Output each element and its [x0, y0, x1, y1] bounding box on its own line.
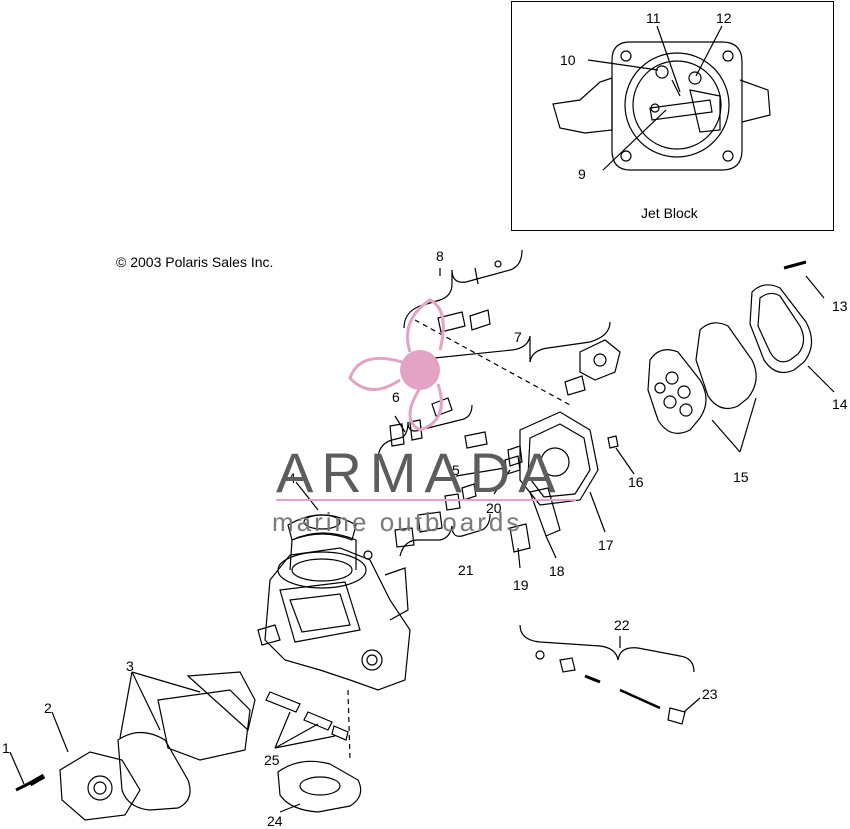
gasket-4 — [287, 514, 357, 541]
copyright-notice: © 2003 Polaris Sales Inc. — [116, 254, 274, 270]
callout-17: 17 — [598, 537, 614, 553]
watermark-tagline: marine outboards — [272, 507, 523, 537]
callout-6: 6 — [392, 389, 400, 405]
watermark-propeller — [348, 298, 445, 432]
callout-20: 20 — [486, 500, 502, 516]
bracket-8 — [403, 249, 523, 333]
fittings-25 — [265, 691, 349, 741]
callout-13: 13 — [832, 298, 848, 314]
watermark-brand: ARMADA — [276, 441, 564, 504]
callout-16: 16 — [628, 474, 644, 490]
callout-18: 18 — [549, 563, 565, 579]
callout-11: 11 — [646, 10, 661, 26]
callout-10: 10 — [560, 52, 576, 68]
diaphragm-15 — [647, 322, 757, 434]
callout-23: 23 — [702, 686, 718, 702]
inset-caption: Jet Block — [641, 205, 698, 221]
watermark-divider — [276, 499, 576, 501]
callout-9: 9 — [578, 166, 586, 182]
callout-leaders — [9, 268, 835, 813]
callout-12: 12 — [716, 10, 732, 26]
bracket-7 — [414, 319, 621, 406]
callout-21: 21 — [458, 562, 474, 578]
callout-15: 15 — [733, 469, 749, 485]
callout-8: 8 — [436, 248, 444, 264]
callout-1: 1 — [2, 740, 10, 756]
callout-22: 22 — [614, 617, 630, 633]
callout-25: 25 — [264, 752, 280, 768]
callout-7: 7 — [514, 329, 522, 345]
callout-4: 4 — [288, 470, 296, 486]
cover-14 — [749, 260, 813, 373]
callout-24: 24 — [267, 813, 283, 829]
gasket-24 — [277, 760, 362, 813]
callout-14: 14 — [832, 396, 848, 412]
pump-cover-2 — [15, 751, 141, 821]
callout-3: 3 — [126, 658, 134, 674]
carburetor-assembly — [257, 532, 411, 691]
callout-5: 5 — [452, 462, 460, 478]
fuel-pump-17 — [507, 411, 599, 506]
jet-block-inset — [511, 1, 834, 231]
small-parts — [394, 431, 619, 553]
gaskets-3 — [117, 671, 256, 811]
callout-2: 2 — [44, 700, 52, 716]
jet-block-drawing — [552, 25, 771, 171]
needle-assembly-22 — [519, 624, 695, 725]
callout-19: 19 — [513, 577, 529, 593]
